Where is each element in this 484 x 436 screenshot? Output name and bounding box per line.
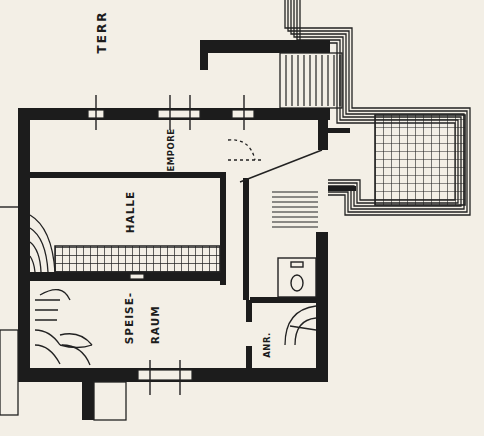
tick	[0, 206, 18, 207]
step-line	[272, 191, 318, 192]
tick	[95, 95, 96, 130]
step-line	[297, 55, 298, 106]
wall	[220, 172, 226, 285]
wall	[250, 297, 318, 303]
annex-outline	[0, 330, 18, 415]
wall	[18, 368, 328, 382]
windows	[88, 110, 254, 380]
terrace-outline-line	[291, 0, 464, 209]
step-line	[272, 221, 318, 222]
step-line	[291, 55, 292, 106]
terrace-outline-line	[288, 0, 467, 212]
step-line	[315, 55, 316, 106]
terrace-paving	[375, 115, 465, 205]
annex-outline	[94, 382, 126, 420]
room-label: HALLE	[125, 191, 137, 233]
tick	[243, 95, 244, 130]
window	[232, 110, 254, 118]
halle-stair	[30, 215, 55, 272]
wall	[243, 178, 249, 300]
gallery-balustrade	[55, 246, 220, 272]
tick	[149, 360, 150, 395]
wc-bowl	[291, 275, 303, 291]
step-line	[303, 55, 304, 106]
room-label: ANR.	[263, 332, 272, 358]
step-line	[272, 216, 318, 217]
door-gap	[130, 274, 144, 279]
wall-stub	[328, 186, 356, 191]
step-line	[272, 201, 318, 202]
room-label: SPEISE- RAUM	[116, 292, 168, 344]
wall-stub	[82, 382, 94, 420]
step-line	[272, 206, 318, 207]
anr-stair	[285, 306, 316, 345]
tick	[189, 95, 190, 130]
walls	[18, 40, 356, 420]
step-line	[272, 211, 318, 212]
spiral-stair	[60, 345, 92, 348]
wall	[18, 108, 330, 120]
terrace-steps	[286, 55, 340, 106]
terrace-wall	[205, 40, 330, 53]
step-line	[285, 55, 286, 106]
wall	[316, 232, 328, 382]
wc-tank	[291, 262, 303, 267]
tick	[179, 360, 180, 395]
steps-frame	[280, 53, 342, 108]
step-line	[327, 55, 328, 106]
wall	[246, 300, 252, 322]
wall	[30, 272, 225, 281]
spiral-stair	[35, 290, 92, 365]
tick	[169, 95, 170, 130]
corridor-stair	[272, 192, 318, 227]
step-line	[333, 55, 334, 106]
room-label: EMPORE	[167, 128, 176, 171]
step-line	[321, 55, 322, 106]
room-label: TERR	[96, 11, 109, 54]
window	[138, 370, 192, 380]
wc	[278, 258, 316, 297]
wall	[18, 108, 30, 382]
wc-room	[278, 258, 316, 297]
wall-stub	[200, 40, 208, 70]
window	[158, 110, 200, 118]
wall	[30, 172, 225, 178]
wall-stub	[328, 128, 350, 133]
stair-edge	[240, 150, 322, 182]
door-swing	[228, 140, 262, 160]
wall	[246, 346, 252, 368]
stairs	[0, 140, 316, 420]
step-line	[272, 226, 318, 227]
window-ticks	[0, 95, 322, 395]
step-line	[309, 55, 310, 106]
wall	[318, 108, 328, 150]
step-line	[272, 196, 318, 197]
step-line	[339, 55, 340, 106]
